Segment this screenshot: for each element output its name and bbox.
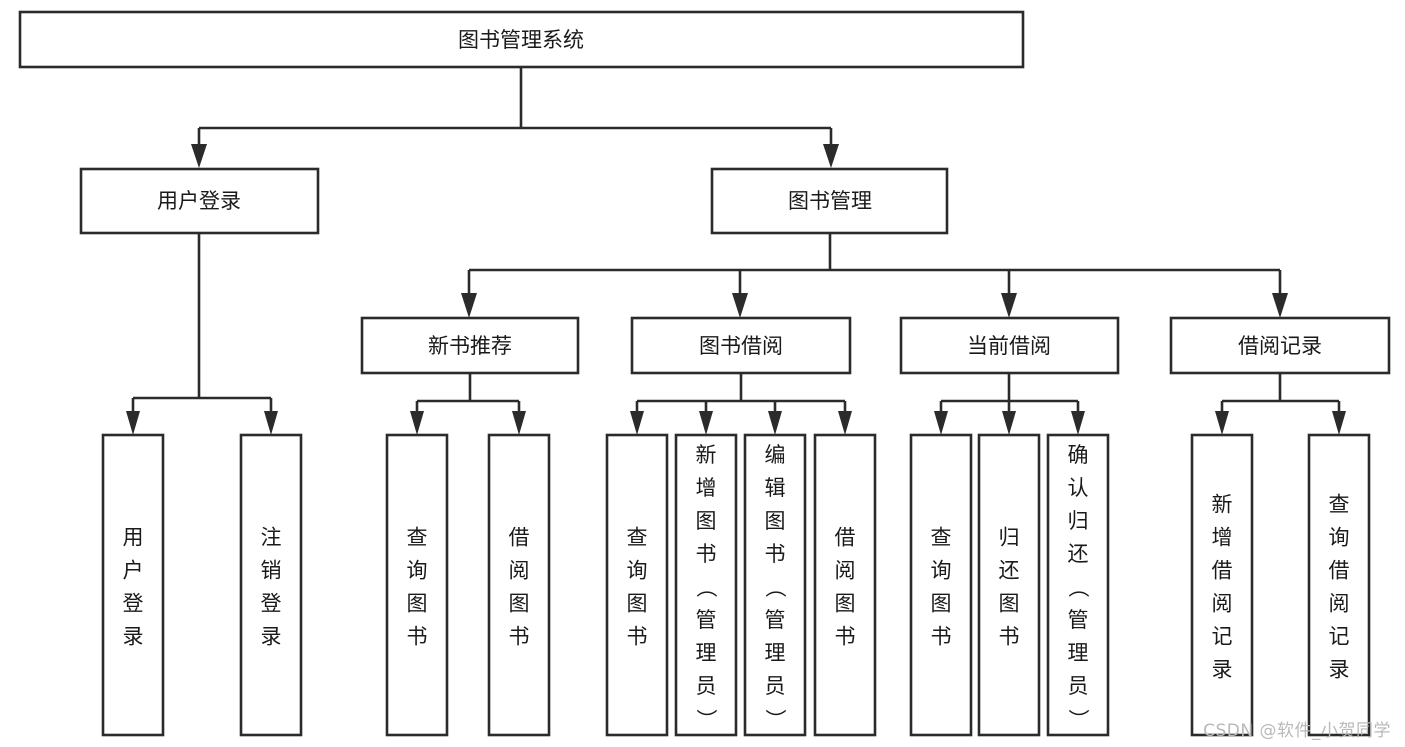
arrow-head-icon [1002, 411, 1016, 435]
leaf-return-book-label: 归还图书 [999, 526, 1020, 649]
node-user-login-box [79, 167, 320, 235]
arrow-head-icon [461, 293, 477, 318]
arrow-head-icon [191, 144, 207, 168]
node-new-book-recommend-label: 新书推荐 [428, 334, 512, 358]
leaf-edit-book[interactable]: 编辑图书管理员 （ ） [743, 433, 807, 737]
leaf-return-book[interactable]: 归还图书 [977, 433, 1041, 737]
leaf-confirm-return[interactable]: 确认归还管理员 （ ） [1046, 433, 1110, 737]
leaf-query-book-2[interactable]: 查询图书 [605, 433, 669, 737]
arrow-head-icon [732, 293, 748, 318]
connector-user-login-to-leaves [126, 233, 278, 435]
vertical-bracket-glyph: ） [1066, 709, 1090, 730]
leaf-logout-label: 注销登录 [261, 526, 282, 649]
node-root-box [18, 10, 1025, 69]
node-root-label: 图书管理系统 [458, 28, 584, 52]
leaf-borrow-book-1-label: 借阅图书 [509, 526, 530, 649]
node-user-login-label: 用户登录 [157, 189, 241, 213]
leaf-borrow-book-2[interactable]: 借阅图书 [813, 433, 877, 737]
arrow-head-icon [512, 411, 526, 435]
leaf-user-login[interactable]: 用户登录 [101, 433, 165, 737]
watermark-text: CSDN @软件_小贺同学 [1203, 721, 1391, 741]
arrow-head-icon [934, 411, 948, 435]
leaf-query-record[interactable]: 查询借阅记录 [1307, 433, 1371, 737]
leaf-add-record-box [1190, 433, 1254, 737]
arrow-head-icon [1332, 411, 1346, 435]
node-book-borrow-label: 图书借阅 [699, 334, 783, 358]
leaf-query-book-1-box [385, 433, 449, 737]
leaf-add-book-label: 新增图书管理员 [696, 443, 717, 698]
leaf-edit-book-box [743, 433, 807, 737]
leaf-query-record-box [1307, 433, 1371, 737]
leaf-confirm-return-label: 确认归还管理员 [1068, 443, 1089, 698]
leaf-query-book-2-label: 查询图书 [627, 526, 648, 649]
connector-book-borrow-to-leaves [630, 373, 852, 435]
arrow-head-icon [630, 411, 644, 435]
arrow-head-icon [823, 144, 839, 168]
arrow-head-icon [1071, 411, 1085, 435]
connector-root-to-level2 [191, 67, 839, 168]
leaf-query-record-label: 查询借阅记录 [1329, 493, 1350, 682]
connector-borrow-record-to-leaves [1215, 373, 1346, 435]
node-user-login[interactable]: 用户登录 [79, 167, 320, 235]
arrow-head-icon [699, 411, 713, 435]
leaf-query-book-1[interactable]: 查询图书 [385, 433, 449, 737]
leaf-query-book-3-box [909, 433, 973, 737]
node-book-manage[interactable]: 图书管理 [710, 167, 949, 235]
arrow-head-icon [126, 411, 140, 435]
leaf-user-login-box [101, 433, 165, 737]
vertical-bracket-glyph: （ [763, 577, 787, 598]
leaf-user-login-label: 用户登录 [123, 526, 144, 649]
arrow-head-icon [1215, 411, 1229, 435]
node-book-manage-label: 图书管理 [788, 189, 872, 213]
leaf-add-book[interactable]: 新增图书管理员 （ ） [674, 433, 738, 737]
vertical-bracket-glyph: ） [694, 709, 718, 730]
connector-book-manage-to-level3 [461, 233, 1288, 318]
connector-new-book-recommend-to-leaves [410, 373, 526, 435]
leaf-query-book-2-box [605, 433, 669, 737]
leaf-confirm-return-box [1046, 433, 1110, 737]
connector-current-borrow-to-leaves [934, 373, 1085, 435]
leaf-logout[interactable]: 注销登录 [239, 433, 303, 737]
arrow-head-icon [768, 411, 782, 435]
vertical-bracket-glyph: （ [694, 577, 718, 598]
vertical-bracket-glyph: （ [1066, 577, 1090, 598]
leaf-add-book-box [674, 433, 738, 737]
node-new-book-recommend-box [360, 316, 580, 375]
node-current-borrow-box [899, 316, 1120, 375]
node-current-borrow-label: 当前借阅 [967, 334, 1051, 358]
leaf-add-record-label: 新增借阅记录 [1212, 493, 1233, 682]
node-borrow-record-label: 借阅记录 [1238, 334, 1322, 358]
arrow-head-icon [264, 411, 278, 435]
leaf-add-record[interactable]: 新增借阅记录 [1190, 433, 1254, 737]
leaf-borrow-book-2-box [813, 433, 877, 737]
leaf-logout-box [239, 433, 303, 737]
leaf-query-book-3-label: 查询图书 [931, 526, 952, 649]
node-root[interactable]: 图书管理系统 [18, 10, 1025, 69]
vertical-bracket-glyph: ） [763, 709, 787, 730]
node-borrow-record[interactable]: 借阅记录 [1169, 316, 1391, 375]
leaf-query-book-1-label: 查询图书 [407, 526, 428, 649]
node-current-borrow[interactable]: 当前借阅 [899, 316, 1120, 375]
arrow-head-icon [410, 411, 424, 435]
arrow-head-icon [838, 411, 852, 435]
arrow-head-icon [1272, 293, 1288, 318]
leaf-edit-book-label: 编辑图书管理员 [765, 443, 786, 698]
node-new-book-recommend[interactable]: 新书推荐 [360, 316, 580, 375]
arrow-head-icon [1001, 293, 1017, 318]
leaf-return-book-box [977, 433, 1041, 737]
leaf-borrow-book-1-box [487, 433, 551, 737]
leaf-query-book-3[interactable]: 查询图书 [909, 433, 973, 737]
leaf-borrow-book-2-label: 借阅图书 [835, 526, 856, 649]
leaf-borrow-book-1[interactable]: 借阅图书 [487, 433, 551, 737]
node-book-borrow[interactable]: 图书借阅 [630, 316, 852, 375]
